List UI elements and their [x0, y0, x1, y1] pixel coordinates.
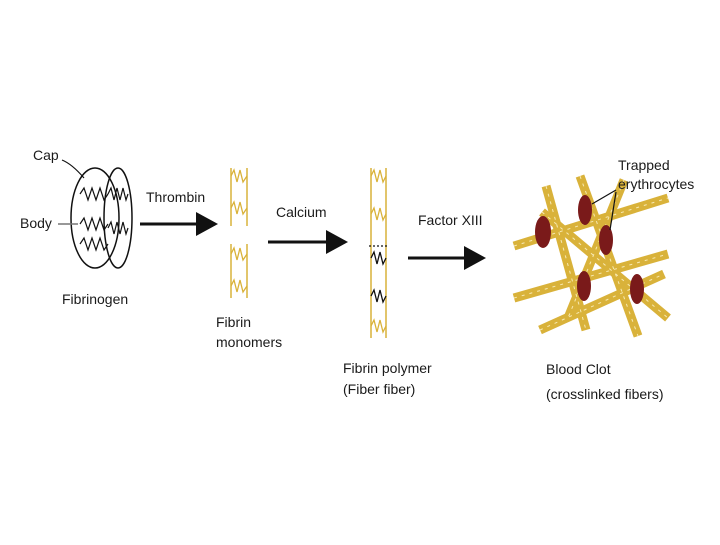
label-factor-xiii: Factor XIII [418, 212, 483, 228]
arrow-thrombin [140, 212, 218, 236]
label-fibrin-polymer: Fibrin polymer [343, 360, 432, 376]
erythrocyte-leader-line [609, 191, 617, 231]
fibrin-monomer-1 [230, 168, 248, 226]
label-cap: Cap [33, 147, 59, 163]
erythrocyte [578, 195, 592, 225]
erythrocyte-leader-line [591, 189, 617, 205]
label-crosslinked-fibers: (crosslinked fibers) [546, 386, 664, 402]
fibrinogen-molecule-2 [103, 167, 133, 269]
erythrocyte [630, 274, 644, 304]
label-fibrin: Fibrin [216, 314, 252, 330]
fibrinogen-molecule-1 [70, 167, 120, 269]
erythrocyte [599, 225, 613, 255]
erythrocyte [535, 216, 551, 248]
fibrin-polymer [369, 168, 388, 338]
label-erythrocytes: erythrocytes [618, 176, 695, 192]
fibrin-monomer-2 [230, 244, 248, 298]
label-monomers: monomers [216, 334, 283, 350]
label-body: Body [20, 215, 52, 231]
blood-clot-fibers [512, 174, 671, 338]
label-thrombin: Thrombin [146, 189, 206, 205]
arrow-calcium [268, 230, 348, 254]
label-fiber-fiber: (Fiber fiber) [343, 381, 416, 397]
erythrocyte [577, 271, 591, 301]
label-fibrinogen: Fibrinogen [62, 291, 129, 307]
label-trapped: Trapped [618, 157, 670, 173]
arrow-factor-xiii [408, 246, 486, 270]
label-calcium: Calcium [276, 204, 327, 220]
label-blood-clot: Blood Clot [546, 361, 611, 377]
cap-leader-line [61, 159, 85, 179]
erythrocytes [535, 195, 644, 304]
